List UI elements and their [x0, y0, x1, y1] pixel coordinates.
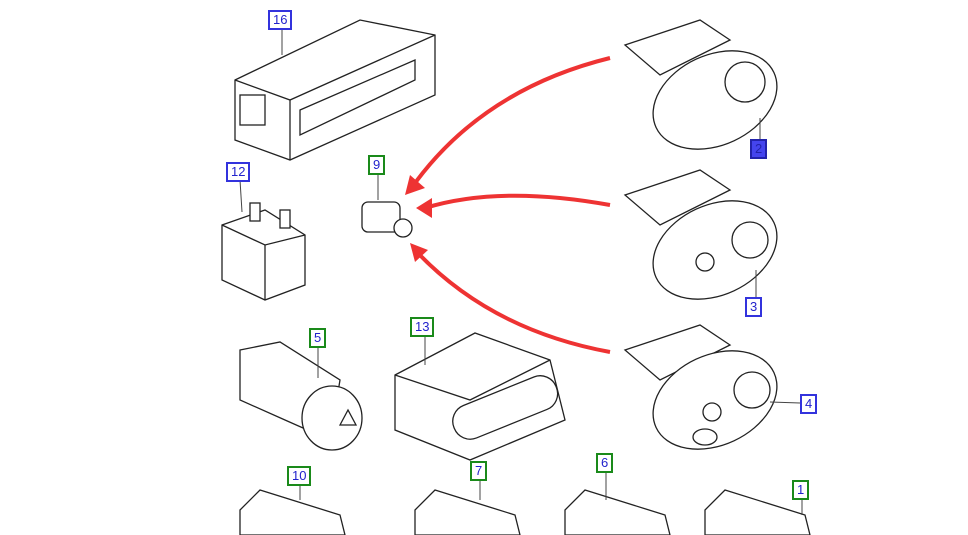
red-arrows [408, 56, 611, 354]
callout-4[interactable]: 4 [800, 394, 818, 414]
callout-13[interactable]: 13 [410, 317, 435, 337]
callout-2[interactable]: 2 [750, 139, 768, 159]
part-16-control-module [234, 19, 436, 161]
part-13-panel [394, 332, 566, 461]
part-9-bulb-holder [361, 201, 413, 238]
callout-9[interactable]: 9 [368, 155, 386, 175]
part-4-headlamp-switch [623, 324, 778, 450]
callout-6[interactable]: 6 [596, 453, 614, 473]
part-5-hazard-switch [239, 341, 363, 451]
callout-16[interactable]: 16 [268, 10, 293, 30]
callout-3[interactable]: 3 [745, 297, 763, 317]
part-12-relay [221, 202, 306, 301]
bottom-switches [239, 489, 811, 535]
callout-5[interactable]: 5 [309, 328, 327, 348]
callout-12[interactable]: 12 [226, 162, 251, 182]
part-3-headlamp-switch [623, 169, 778, 300]
part-2-headlamp-switch [623, 19, 778, 150]
callout-7[interactable]: 7 [470, 461, 488, 481]
callout-1[interactable]: 1 [792, 480, 810, 500]
callout-10[interactable]: 10 [287, 466, 312, 486]
